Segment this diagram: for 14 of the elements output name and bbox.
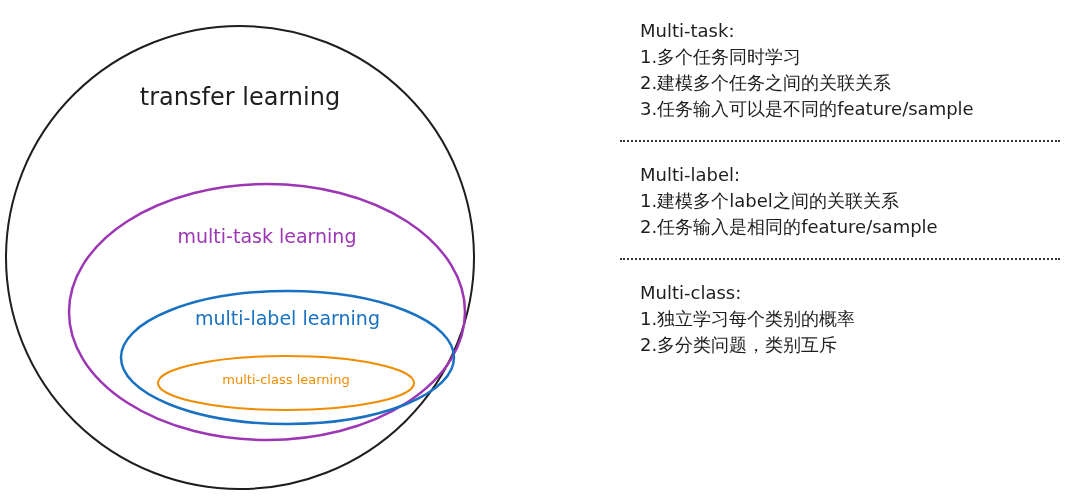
note-text: 3.任务输入可以是不同的feature/sample	[639, 97, 975, 121]
ellipse-label: multi-task learning	[176, 225, 358, 247]
note-text: 1.独立学习每个类别的概率	[639, 307, 857, 331]
ellipse-label: transfer learning	[138, 83, 342, 111]
note-text: 1.建模多个label之间的关联关系	[639, 189, 900, 213]
ellipse-label: multi-label learning	[194, 307, 381, 329]
section-heading: Multi-label:	[639, 163, 742, 187]
note-text: 1.多个任务同时学习	[639, 45, 803, 69]
note-text: 2.多分类问题，类别互斥	[639, 333, 839, 357]
ellipse-label: multi-class learning	[221, 372, 351, 387]
section-heading: Multi-class:	[639, 281, 743, 305]
section-heading: Multi-task:	[639, 19, 736, 43]
note-text: 2.建模多个任务之间的关联关系	[639, 71, 893, 95]
note-text: 2.任务输入是相同的feature/sample	[639, 215, 939, 239]
